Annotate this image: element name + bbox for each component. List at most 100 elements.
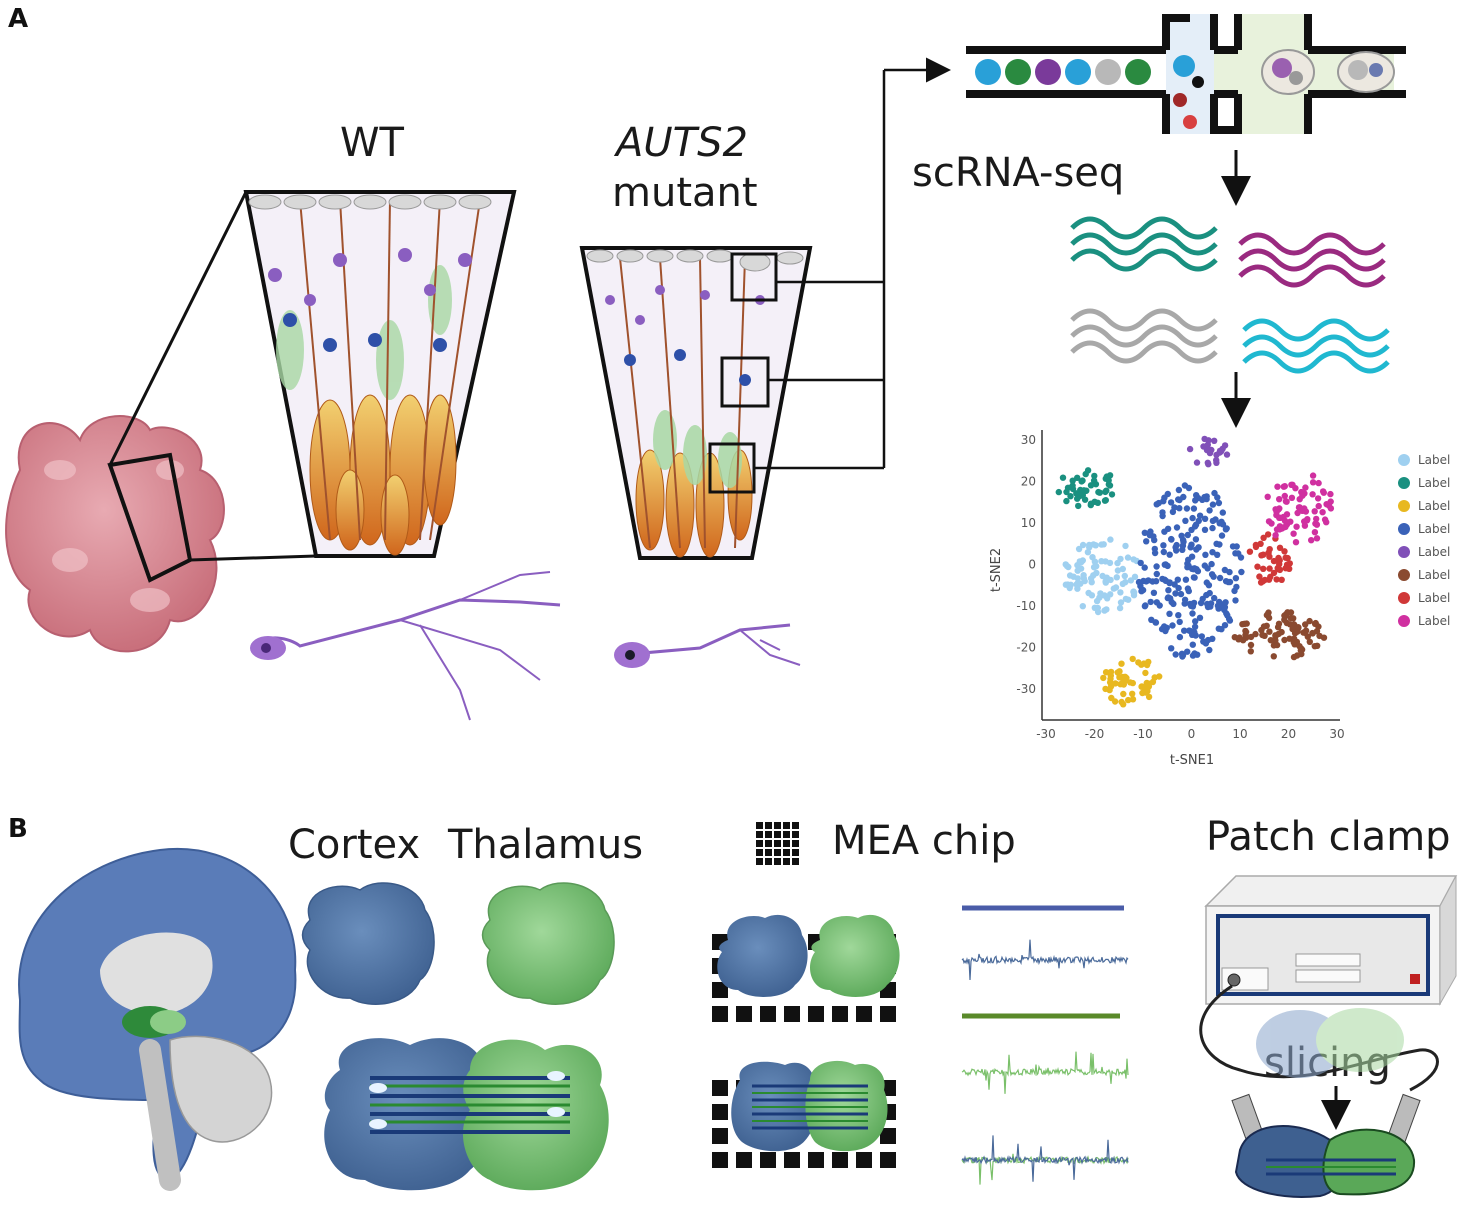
- tsne-ytick: 0: [1028, 558, 1036, 572]
- tsne-point: [1281, 616, 1288, 623]
- mutant-gene-label: AUTS2: [616, 120, 748, 166]
- tsne-point: [1100, 674, 1107, 682]
- tsne-point: [1192, 497, 1199, 504]
- tsne-xtick: 0: [1188, 727, 1196, 741]
- tsne-point: [1153, 570, 1160, 578]
- tsne-point: [1138, 588, 1145, 595]
- tsne-point: [1309, 491, 1316, 498]
- tsne-point: [1120, 690, 1127, 698]
- slicing-organoids: [1256, 1008, 1404, 1078]
- tsne-point: [1226, 578, 1234, 586]
- tsne-point: [1197, 599, 1205, 607]
- tsne-point: [1290, 639, 1297, 646]
- tsne-point: [1242, 631, 1249, 639]
- mea-traces: [961, 905, 1129, 1185]
- tsne-point: [1196, 512, 1204, 519]
- thalamus-label: Thalamus: [448, 822, 644, 868]
- tsne-point: [1265, 549, 1272, 556]
- tsne-legend-label: Label: [1418, 522, 1450, 536]
- tsne-point: [1256, 573, 1263, 580]
- tsne-point: [1302, 484, 1309, 491]
- tsne-point: [1247, 648, 1254, 655]
- mutant-word-label: mutant: [612, 170, 758, 216]
- tsne-point: [1204, 441, 1211, 448]
- tsne-point: [1222, 599, 1229, 606]
- tsne-point: [1246, 548, 1254, 555]
- tsne-point: [1114, 567, 1122, 574]
- tsne-clusters: [1055, 435, 1335, 708]
- tsne-legend-label: Label: [1418, 476, 1450, 490]
- tsne-point: [1079, 541, 1087, 549]
- tsne-point: [1260, 565, 1267, 572]
- tsne-point: [1287, 518, 1294, 525]
- tsne-point: [1238, 568, 1245, 576]
- panel-b-diagram: [18, 822, 1458, 1198]
- tsne-point: [1319, 509, 1326, 516]
- tsne-point: [1130, 588, 1137, 595]
- tsne-legend-swatch: [1398, 454, 1410, 466]
- tsne-point: [1205, 461, 1212, 468]
- tsne-point: [1173, 524, 1181, 531]
- tsne-point: [1150, 589, 1158, 596]
- tsne-point: [1281, 548, 1288, 555]
- tsne-point: [1092, 481, 1100, 488]
- tsne-point: [1274, 483, 1281, 490]
- tsne-legend-swatch: [1398, 569, 1410, 581]
- tsne-point: [1266, 565, 1273, 572]
- tsne-point: [1153, 599, 1160, 606]
- tsne-point: [1076, 558, 1083, 565]
- tsne-point: [1273, 576, 1280, 583]
- tsne-point: [1103, 487, 1110, 494]
- tsne-point: [1268, 520, 1275, 527]
- tsne-point: [1278, 576, 1285, 583]
- tsne-point: [1274, 624, 1282, 631]
- tsne-point: [1292, 539, 1300, 546]
- tsne-point: [1184, 564, 1191, 571]
- tsne-point: [1092, 542, 1099, 549]
- tsne-point: [1147, 598, 1154, 606]
- tsne-point: [1062, 581, 1070, 588]
- tsne-ytick: 20: [1021, 475, 1036, 489]
- tsne-point: [1314, 642, 1321, 649]
- tsne-point: [1315, 502, 1322, 510]
- tsne-point: [1289, 481, 1296, 488]
- tsne-point: [1143, 661, 1151, 669]
- tsne-point: [1296, 504, 1303, 511]
- tsne-point: [1125, 596, 1132, 603]
- tsne-point: [1184, 648, 1191, 655]
- tsne-point: [1129, 690, 1136, 697]
- tsne-point: [1214, 494, 1221, 501]
- tsne-point: [1275, 554, 1282, 562]
- tsne-point: [1067, 493, 1074, 500]
- tsne-point: [1270, 653, 1277, 660]
- tsne-xlabel: t-SNE1: [1170, 753, 1214, 768]
- tsne-point: [1140, 577, 1147, 585]
- tsne-point: [1188, 526, 1195, 534]
- tsne-point: [1313, 628, 1321, 635]
- tsne-point: [1171, 581, 1178, 588]
- tsne-point: [1283, 511, 1291, 518]
- tsne-point: [1079, 603, 1086, 610]
- tsne-point: [1099, 572, 1106, 580]
- mea-cortex-organoid: [717, 914, 808, 997]
- tsne-point: [1172, 590, 1179, 597]
- tsne-point: [1156, 673, 1163, 680]
- tsne-point: [1267, 573, 1274, 580]
- tsne-point: [1241, 620, 1248, 627]
- tsne-legend-swatch: [1398, 615, 1410, 627]
- tsne-legend-label: Label: [1418, 568, 1450, 582]
- tsne-point: [1059, 474, 1067, 481]
- tsne-point: [1287, 614, 1295, 622]
- tsne-point: [1176, 633, 1184, 641]
- thalamus-organoid: [481, 882, 615, 1005]
- tsne-point: [1306, 617, 1313, 625]
- tsne-point: [1192, 521, 1200, 528]
- tsne-point: [1272, 637, 1279, 644]
- tsne-point: [1144, 688, 1151, 695]
- tsne-point: [1294, 509, 1301, 517]
- tsne-point: [1168, 598, 1175, 606]
- tsne-point: [1151, 549, 1159, 557]
- tsne-point: [1105, 477, 1112, 484]
- tsne-point: [1314, 495, 1322, 502]
